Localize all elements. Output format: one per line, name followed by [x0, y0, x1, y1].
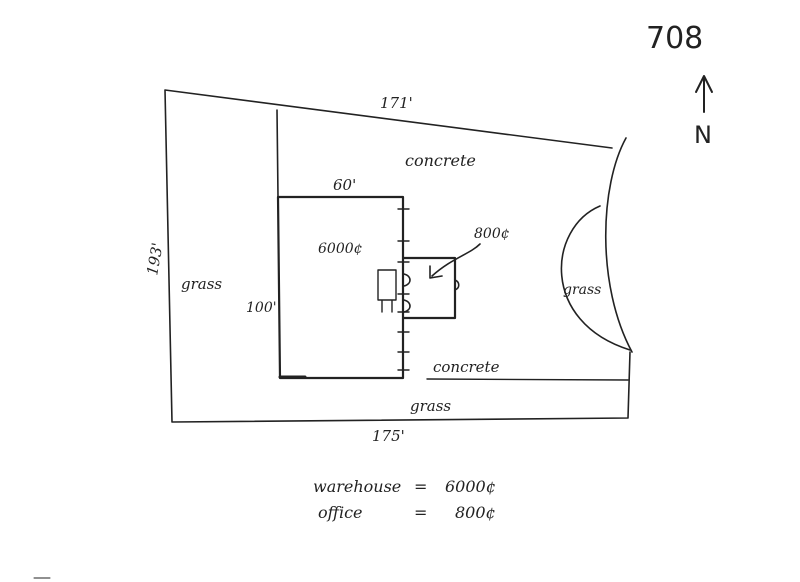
- office-area-label: 800¢: [474, 226, 510, 242]
- north-label: N: [694, 121, 712, 149]
- warehouse-outline: [276, 195, 405, 380]
- office-outline: [402, 256, 457, 320]
- concrete-top-label: concrete: [405, 151, 476, 170]
- lot-left-dimension: 193': [143, 241, 166, 276]
- office-door-marks: [403, 273, 460, 313]
- lot-divider-line: [276, 109, 279, 198]
- lot-boundary: [164, 89, 631, 423]
- office-pointer-arrow: [429, 243, 481, 279]
- concrete-edge-line: [426, 378, 629, 381]
- sheet-number: 708: [646, 21, 703, 56]
- legend: warehouse = 6000¢ office = 800¢: [313, 477, 496, 522]
- grass-island: [560, 205, 631, 351]
- grass-bottom-label: grass: [410, 397, 451, 415]
- lot-bottom-dimension: 175': [372, 427, 405, 445]
- legend-office-value: 800¢: [455, 503, 496, 522]
- legend-office-label: office: [318, 503, 363, 522]
- warehouse-width-dimension: 60': [333, 176, 356, 194]
- legend-warehouse-label: warehouse: [313, 477, 401, 496]
- grass-right-label: grass: [563, 282, 601, 298]
- legend-warehouse-value: 6000¢: [445, 477, 496, 496]
- warehouse-depth-dimension: 100': [246, 300, 277, 316]
- legend-office-equals: =: [414, 503, 427, 522]
- warehouse-area-label: 6000¢: [318, 241, 363, 257]
- lot-top-dimension: 171': [380, 94, 413, 112]
- north-arrow-icon: [695, 75, 713, 113]
- legend-warehouse-equals: =: [414, 477, 427, 496]
- road-curve: [604, 137, 633, 353]
- grass-left-label: grass: [181, 275, 222, 293]
- office-annex: [377, 269, 397, 313]
- concrete-bottom-label: concrete: [433, 358, 500, 376]
